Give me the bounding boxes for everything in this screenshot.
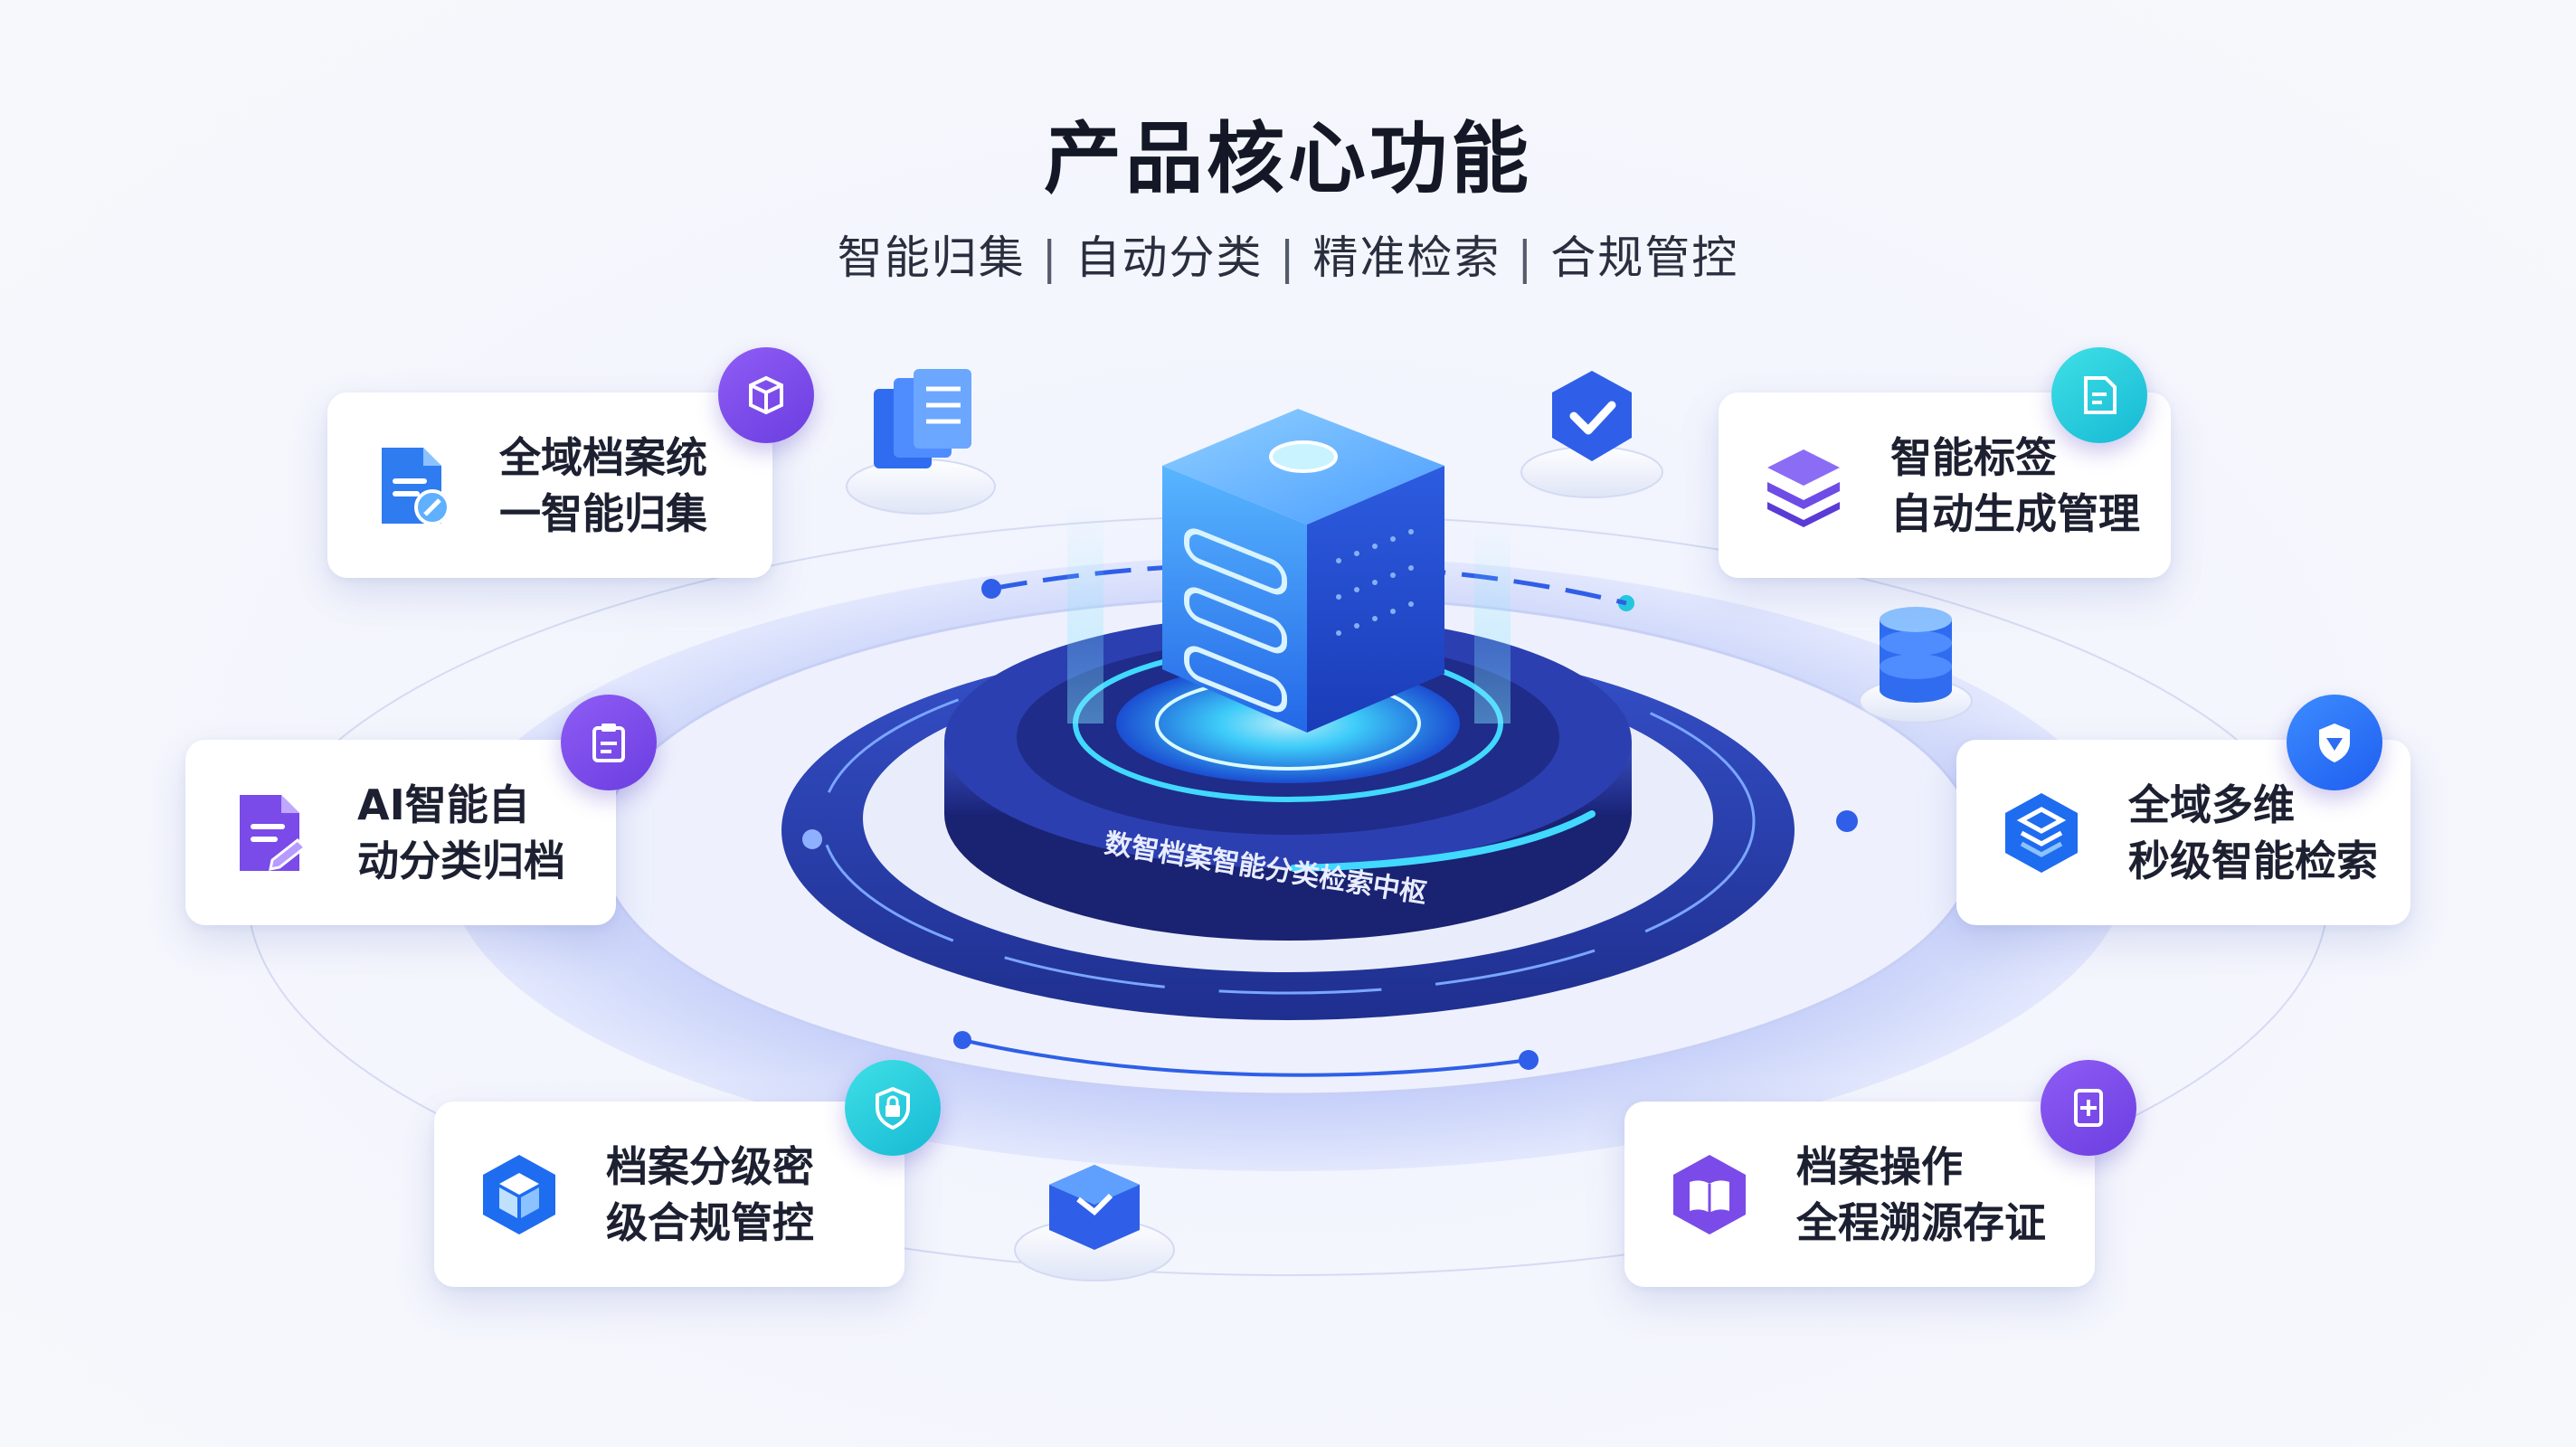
subtitle-item-compliance: 合规管控 [1550, 232, 1739, 284]
clipboard-icon [561, 695, 657, 790]
orbit-dot [1836, 810, 1858, 832]
server-slot [1184, 528, 1287, 595]
feature-card-line: 档案操作 [1796, 1141, 1963, 1191]
feature-card-line: 全程溯源存证 [1796, 1197, 2046, 1247]
hexagon-book-icon [1673, 1154, 1746, 1234]
feature-card-line: 档案分级密 [606, 1141, 814, 1191]
feature-card-archive-collect[interactable]: 全域档案统 一智能归集 [327, 392, 772, 578]
feature-card-ai-classify[interactable]: AI智能自 动分类归档 [185, 740, 616, 925]
orbit-arc [961, 1038, 1530, 1077]
subtitle-separator: | [1517, 232, 1535, 284]
hexagon-search-icon [2005, 792, 2078, 873]
shield-lock-icon [845, 1060, 941, 1156]
server-side-dots [1336, 529, 1414, 636]
server-slot [1184, 646, 1287, 713]
books-pedestal [846, 369, 996, 515]
light-beam [1474, 525, 1511, 724]
subtitle-separator: | [1279, 232, 1297, 284]
feature-card-line: AI智能自 [357, 780, 530, 829]
box-icon [718, 347, 814, 443]
hub-glow-arc [1290, 810, 1596, 872]
feature-card-line: 一智能归集 [499, 488, 707, 538]
server-slot [1184, 587, 1287, 654]
page-title: 产品核心功能 [1044, 114, 1532, 204]
layers-stack-icon [1767, 449, 1840, 527]
subtitle-item-collect: 智能归集 [837, 232, 1026, 284]
checkmark-shield-pedestal [1520, 371, 1663, 498]
feature-card-line: 级合规管控 [606, 1197, 814, 1247]
feature-card-line: 全域多维 [2128, 780, 2295, 829]
feature-card-line: 全域档案统 [499, 432, 707, 482]
document-check-icon [382, 447, 450, 525]
subtitle-separator: | [1041, 232, 1059, 284]
document-plus-icon [2041, 1060, 2136, 1156]
orbit-dot [802, 829, 822, 849]
page-subtitle: 智能归集 | 自动分类 | 精准检索 | 合规管控 [0, 222, 2576, 287]
feature-card-traceability[interactable]: 档案操作 全程溯源存证 [1624, 1102, 2095, 1287]
location-shield-icon [2287, 695, 2382, 790]
feature-card-compliance[interactable]: 档案分级密 级合规管控 [434, 1102, 904, 1287]
tag-document-icon [2051, 347, 2147, 443]
subtitle-item-classify: 自动分类 [1075, 232, 1264, 284]
feature-card-line: 动分类归档 [357, 836, 565, 885]
feature-card-line: 秒级智能检索 [2128, 836, 2378, 885]
feature-card-line: 智能标签 [1890, 432, 2057, 482]
database-pedestal [1859, 607, 1973, 724]
cube-pedestal [1014, 1165, 1175, 1281]
subtitle-item-search: 精准检索 [1312, 232, 1501, 284]
light-beam [1067, 506, 1103, 724]
feature-card-line: 自动生成管理 [1890, 488, 2140, 538]
cube-icon [483, 1154, 555, 1234]
document-edit-icon [240, 794, 308, 871]
server-box-top-light [1269, 440, 1338, 473]
